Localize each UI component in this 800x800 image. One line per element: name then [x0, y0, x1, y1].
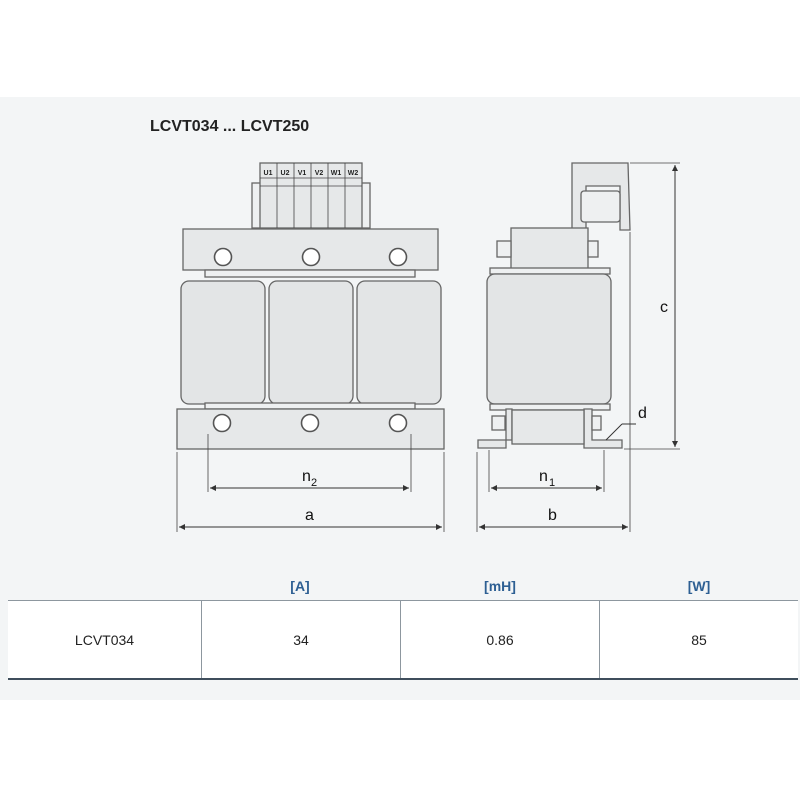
unit-header-current: [A]: [290, 578, 310, 594]
unit-header-power: [W]: [687, 578, 711, 594]
top-bolt-right: [388, 247, 408, 267]
drawing-title: LCVT034 ... LCVT250: [150, 118, 309, 135]
dimension-label-n1: n: [539, 468, 548, 485]
inductance-cell: 0.86: [401, 601, 600, 678]
bottom-bolt-left: [212, 413, 232, 433]
dimension-b: b: [476, 232, 631, 532]
dimension-d: d: [605, 405, 647, 441]
current-cell: 34: [202, 601, 401, 678]
dimension-label-c: c: [660, 299, 668, 316]
dimension-label-b: b: [548, 507, 557, 524]
dimension-a: a: [176, 452, 445, 532]
bottom-bolt-center: [300, 413, 320, 433]
terminal-block: U1 U2 V1 V2 W1 W2: [251, 162, 371, 229]
spec-table: LCVT034 34 0.86 85: [8, 600, 798, 680]
dimension-label-n2: n: [302, 468, 311, 485]
coil-center: [268, 280, 354, 405]
dimension-n2: n 2: [207, 434, 412, 492]
terminal-label-u1: U1: [264, 170, 273, 177]
terminal-label-u2: U2: [281, 170, 290, 177]
dimension-label-d: d: [638, 405, 647, 422]
power-cell: 85: [691, 631, 707, 648]
bracket-right: [583, 408, 623, 449]
unit-header-inductance: [mH]: [484, 578, 516, 594]
front-view: U1 U2 V1 V2 W1 W2: [176, 162, 445, 450]
side-top-yoke: [510, 227, 589, 270]
top-bolt-left: [213, 247, 233, 267]
dimension-sub-n1: 1: [549, 477, 555, 489]
dimension-label-a: a: [305, 507, 314, 524]
terminal-label-v2: V2: [315, 170, 324, 177]
terminal-label-w1: W1: [331, 170, 342, 177]
bracket-left: [477, 408, 513, 449]
coil-right: [356, 280, 442, 405]
side-coil: [486, 273, 612, 405]
model-cell: LCVT034: [8, 601, 202, 678]
bottom-bolt-right: [388, 413, 408, 433]
dimension-sub-n2: 2: [311, 477, 317, 489]
side-view: [477, 162, 631, 449]
terminal-label-w2: W2: [348, 170, 359, 177]
dimension-c: c: [624, 162, 680, 450]
terminal-label-v1: V1: [298, 170, 307, 177]
top-bolt-center: [301, 247, 321, 267]
coil-left: [180, 280, 266, 405]
dimension-n1: n 1: [488, 450, 605, 492]
